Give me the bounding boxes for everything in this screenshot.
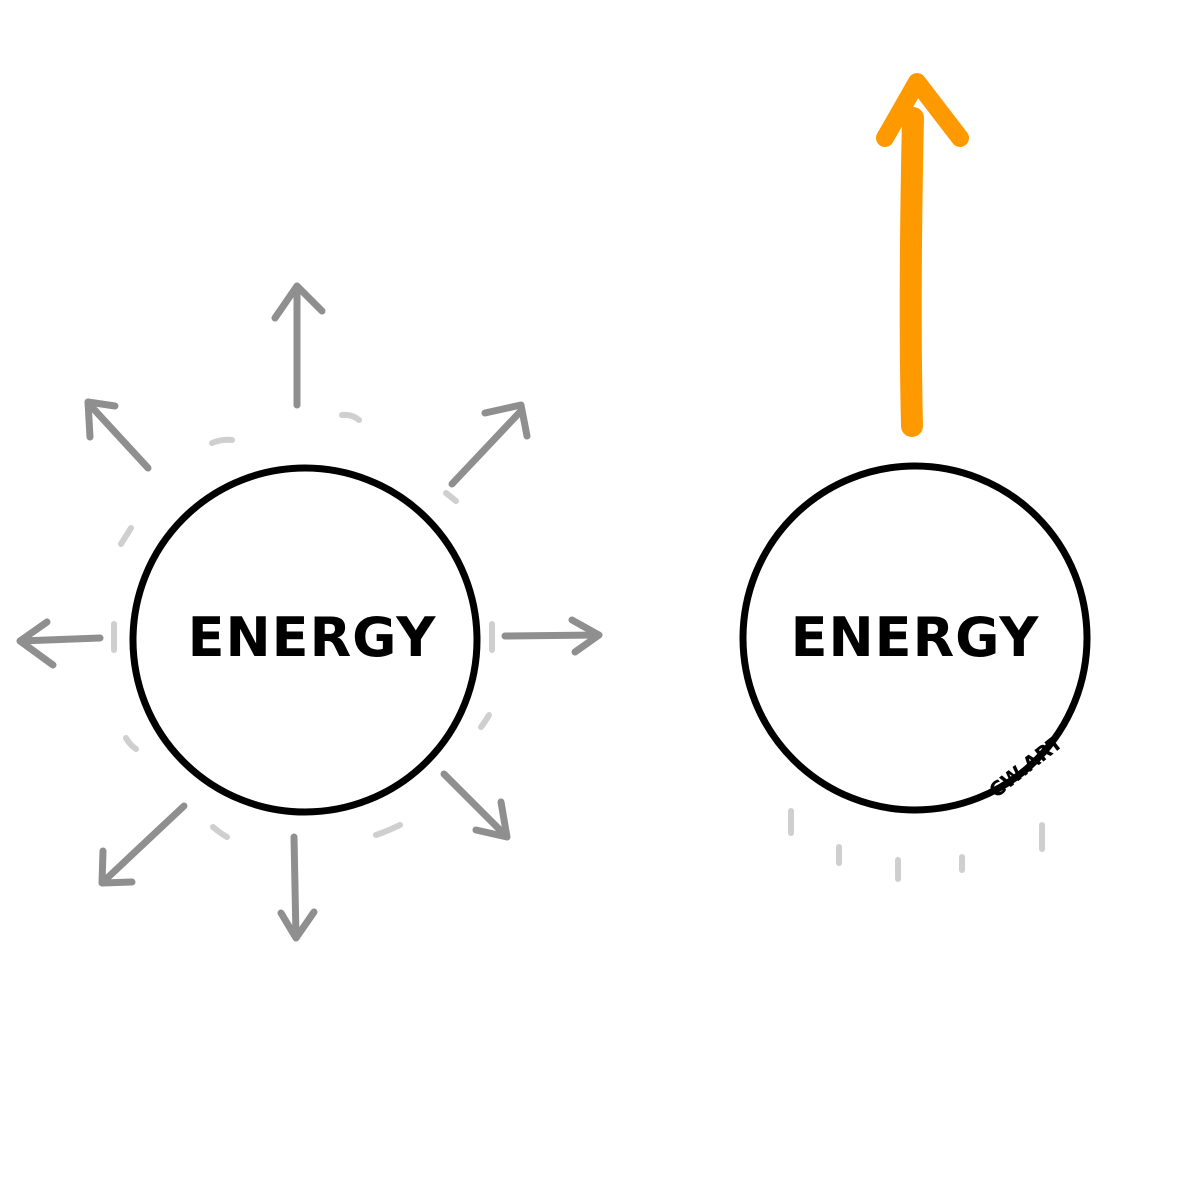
focused-arrow-icon: [876, 73, 969, 437]
arrow-up-right-icon: [448, 401, 531, 488]
right-faint-marks: [788, 808, 1045, 882]
arrow-right-icon: [501, 616, 603, 656]
scattered-energy-group: ENERGY: [16, 282, 603, 942]
left-energy-label: ENERGY: [188, 606, 437, 669]
arrow-down-left-icon: [98, 802, 188, 887]
left-faint-marks: [111, 411, 495, 840]
arrow-left-icon: [16, 618, 104, 669]
arrow-up-icon: [271, 282, 326, 409]
left-energy-circle: [129, 464, 481, 816]
signature-text: CW.ART: [984, 730, 1067, 802]
right-energy-circle: [739, 462, 1091, 814]
right-energy-label: ENERGY: [791, 606, 1040, 669]
arrow-down-icon: [277, 833, 318, 942]
arrow-down-right-icon: [440, 770, 511, 841]
radiating-arrows: [16, 282, 603, 942]
arrow-up-left-icon: [84, 398, 152, 472]
focused-energy-group: ENERGY CW.ART: [739, 73, 1091, 882]
